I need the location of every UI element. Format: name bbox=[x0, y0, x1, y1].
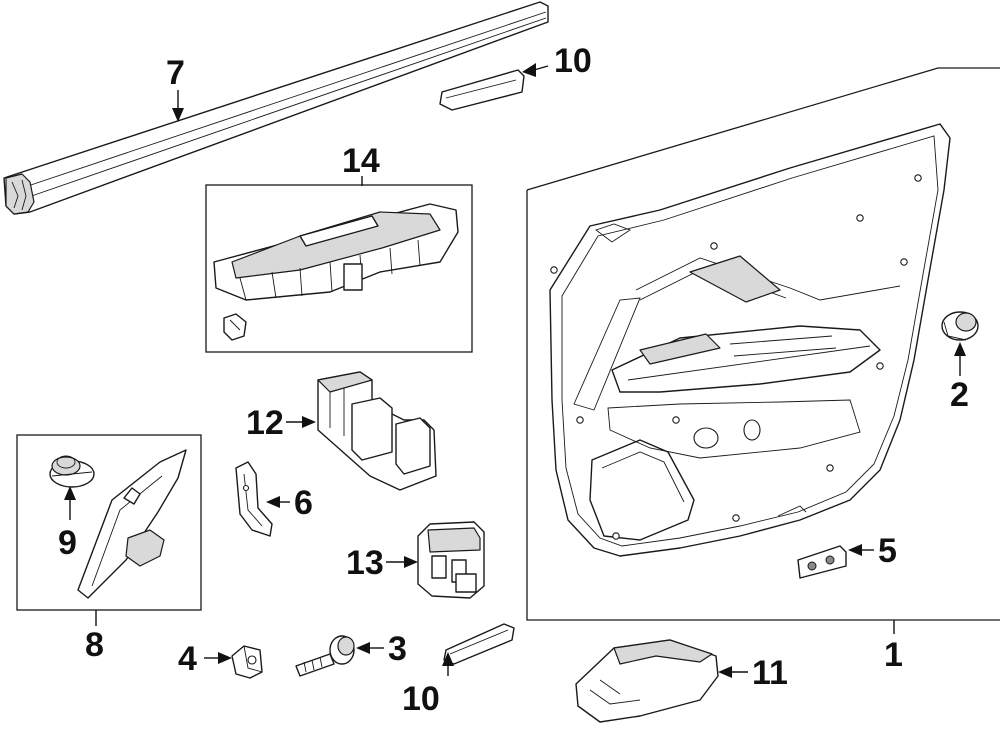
part-4-clip bbox=[231, 645, 263, 679]
callout-5: 5 bbox=[878, 532, 897, 570]
callout-10-lower: 10 bbox=[402, 680, 440, 718]
part-14-window-switch bbox=[213, 203, 459, 341]
callout-1: 1 bbox=[884, 636, 903, 674]
part-12-switch bbox=[317, 371, 437, 491]
part-13-switch bbox=[417, 521, 485, 599]
part-5-clip bbox=[797, 545, 847, 579]
part-8-mirror-trim bbox=[77, 449, 187, 599]
part-2-grommet bbox=[941, 311, 979, 341]
part-1-door-panel bbox=[549, 123, 951, 557]
callout-11: 11 bbox=[752, 654, 788, 692]
part-11-handle-cup bbox=[575, 639, 719, 723]
part-8-box bbox=[16, 434, 202, 611]
callout-14: 14 bbox=[342, 142, 380, 180]
part-1-box bbox=[526, 67, 1000, 621]
part-3-screw bbox=[295, 635, 355, 677]
callout-4: 4 bbox=[178, 640, 197, 678]
leaders bbox=[64, 63, 966, 678]
part-6-bracket bbox=[235, 461, 273, 537]
callout-2: 2 bbox=[950, 376, 969, 414]
part-10-lower-trim bbox=[443, 623, 515, 665]
part-14-box bbox=[205, 184, 473, 353]
callout-3: 3 bbox=[388, 630, 407, 668]
callout-12: 12 bbox=[246, 404, 284, 442]
callout-6: 6 bbox=[294, 484, 313, 522]
callout-7: 7 bbox=[166, 54, 185, 92]
part-10-upper-trim bbox=[439, 69, 525, 111]
callout-9: 9 bbox=[58, 524, 77, 562]
callout-10-upper: 10 bbox=[554, 42, 592, 80]
callout-13: 13 bbox=[346, 544, 384, 582]
part-7-weatherstrip bbox=[3, 1, 549, 215]
callout-8: 8 bbox=[85, 626, 104, 664]
part-9-grommet bbox=[49, 455, 95, 488]
